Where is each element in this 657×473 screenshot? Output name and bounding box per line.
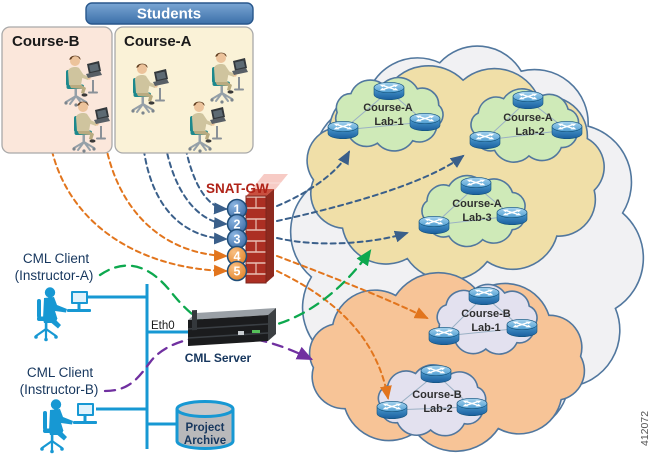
instructor-b-icon	[39, 398, 99, 455]
lab-b1-label-line2: Lab-1	[471, 322, 500, 334]
lab-b2-label-line1: Course-B	[412, 389, 462, 401]
router-icon	[496, 206, 528, 226]
project-archive-label-line1: Project	[186, 422, 225, 434]
port-2-label: 2	[234, 218, 241, 232]
router-icon	[373, 81, 405, 101]
flow-gw-to-course-a-lab-1	[276, 150, 350, 207]
flow-gw-to-course-b-lab-1	[276, 255, 429, 319]
router-icon	[551, 120, 583, 140]
project-archive-label-line2: Archive	[184, 435, 226, 447]
router-icon	[327, 120, 359, 140]
lab-b1-label-line1: Course-B	[461, 308, 511, 320]
cml-server-icon	[187, 308, 276, 346]
lab-links-b2	[390, 373, 474, 411]
lab-a3-label-line2: Lab-3	[462, 212, 491, 224]
lab-links-b1	[442, 295, 524, 337]
lab-a3-label-line1: Course-A	[452, 198, 502, 210]
router-icon	[512, 90, 544, 110]
lab-links-a2	[483, 99, 569, 141]
flow-course-b-student-2	[103, 135, 228, 262]
instructor-b-label-line1: CML Client	[27, 365, 94, 380]
lab-links-a3	[432, 185, 514, 226]
port-3-label: 3	[234, 233, 241, 247]
cml-server-label: CML Server	[185, 351, 252, 365]
port-circle-5	[226, 260, 248, 282]
router-icon	[418, 215, 450, 235]
port-5-label: 5	[234, 265, 241, 279]
course-a-label: Course-A	[124, 33, 192, 50]
lab-links-a1	[341, 90, 427, 131]
port-4-label: 4	[234, 250, 241, 264]
snat-gw-label: SNAT-GW	[206, 181, 269, 196]
router-icon	[469, 130, 501, 150]
instructor-b-label-line2: (Instructor-B)	[20, 382, 99, 397]
lab-cloud-course-a-lab-1	[334, 76, 444, 152]
flow-course-b-student-1	[49, 141, 228, 277]
instructor-a-label-line1: CML Client	[23, 251, 90, 266]
router-icon	[409, 112, 441, 132]
lab-cloud-course-b-lab-2	[377, 363, 487, 437]
project-archive-icon	[175, 400, 235, 450]
flow-gw-to-course-b-lab-2	[276, 270, 392, 400]
lab-a1-label-line1: Course-A	[363, 102, 413, 114]
course-b-label: Course-B	[12, 33, 80, 50]
router-icon	[460, 176, 492, 196]
lab-cloud-course-b-lab-1	[436, 283, 538, 355]
eth0-label: Eth0	[151, 320, 175, 332]
gateway-ports: 1 2 3 4 5	[226, 198, 248, 282]
students-header	[85, 2, 254, 25]
router-icon	[506, 318, 538, 338]
port-1-label: 1	[234, 203, 241, 217]
flow-gw-to-course-a-lab-3	[276, 230, 409, 245]
router-icon	[420, 364, 452, 384]
instructor-a-icon	[33, 286, 93, 343]
lab-a1-label-line2: Lab-1	[374, 116, 403, 128]
router-icon	[376, 400, 408, 420]
router-icon	[456, 397, 488, 417]
firewall-icon	[245, 174, 289, 284]
lab-a2-label-line1: Course-A	[503, 112, 553, 124]
router-icon	[428, 326, 460, 346]
router-icon	[468, 286, 500, 306]
lab-a2-label-line2: Lab-2	[515, 126, 544, 138]
lab-b2-label-line2: Lab-2	[423, 403, 452, 415]
figure-number: 412072	[639, 411, 651, 446]
students-header-label: Students	[137, 6, 201, 23]
instructor-a-label-line2: (Instructor-A)	[15, 268, 94, 283]
